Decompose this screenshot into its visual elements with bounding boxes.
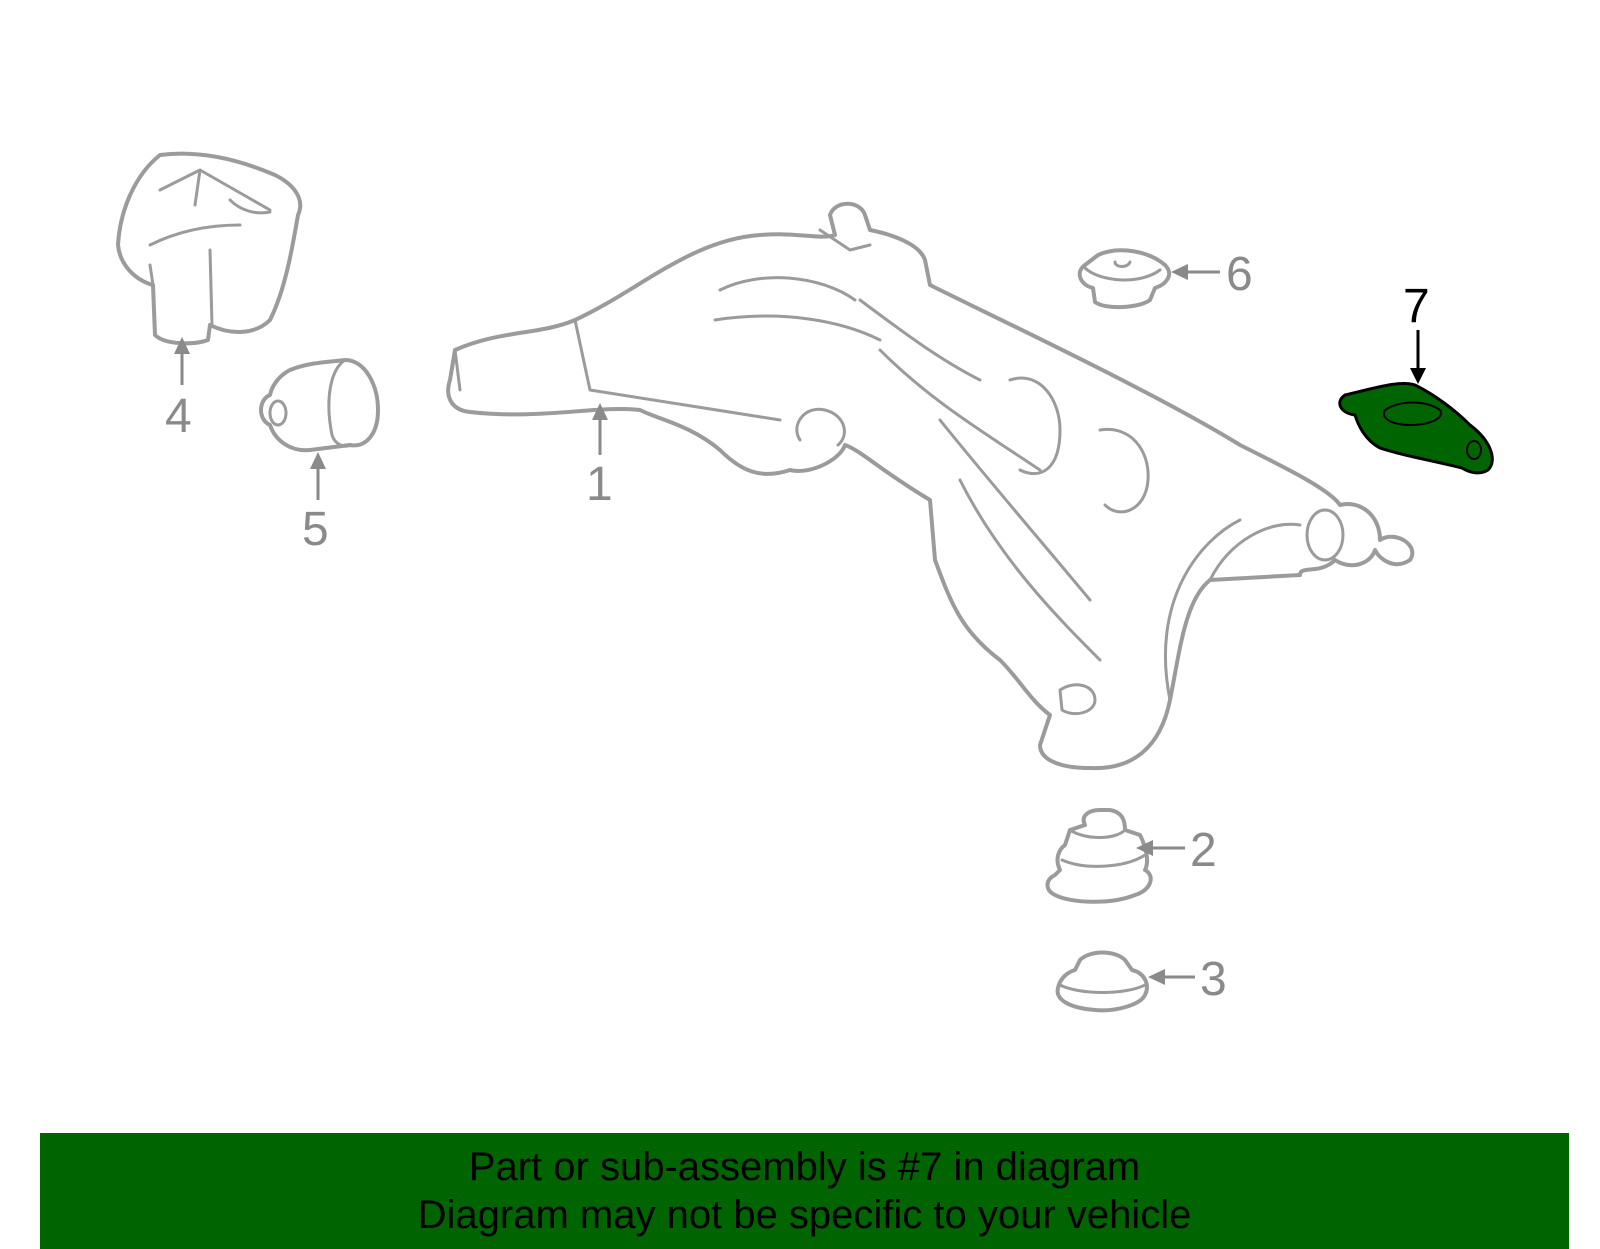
- callout-number-6: 6: [1226, 248, 1253, 301]
- banner-line-part-number: Part or sub-assembly is #7 in diagram: [468, 1145, 1141, 1189]
- callout-number-4: 4: [165, 390, 192, 443]
- callout-number-7: 7: [1403, 280, 1430, 333]
- part-7-bracket[interactable]: [1338, 381, 1494, 475]
- callout-4: 4: [165, 337, 192, 443]
- part-4-mount[interactable]: [116, 151, 303, 346]
- part-1-crossmember[interactable]: [446, 201, 1415, 771]
- callout-2: 2: [1136, 824, 1217, 877]
- part-3-cushion[interactable]: [1055, 950, 1149, 1013]
- banner-line-disclaimer: Diagram may not be specific to your vehi…: [417, 1193, 1192, 1237]
- callout-3: 3: [1148, 953, 1227, 1006]
- callout-7: 7: [1403, 280, 1430, 384]
- callout-number-2: 2: [1190, 824, 1217, 877]
- part-5-bushing[interactable]: [259, 358, 380, 453]
- callout-6: 6: [1171, 248, 1253, 301]
- callout-number-1: 1: [586, 458, 613, 511]
- parts-diagram: 1 4 5 6 2: [116, 151, 1494, 1013]
- callout-number-5: 5: [302, 503, 329, 556]
- callout-5: 5: [302, 452, 329, 556]
- callout-number-3: 3: [1200, 953, 1227, 1006]
- part-2-cushion[interactable]: [1045, 808, 1153, 904]
- info-banner: Part or sub-assembly is #7 in diagram Di…: [40, 1133, 1569, 1249]
- part-6-stopper[interactable]: [1077, 248, 1172, 309]
- callout-1: 1: [586, 403, 613, 511]
